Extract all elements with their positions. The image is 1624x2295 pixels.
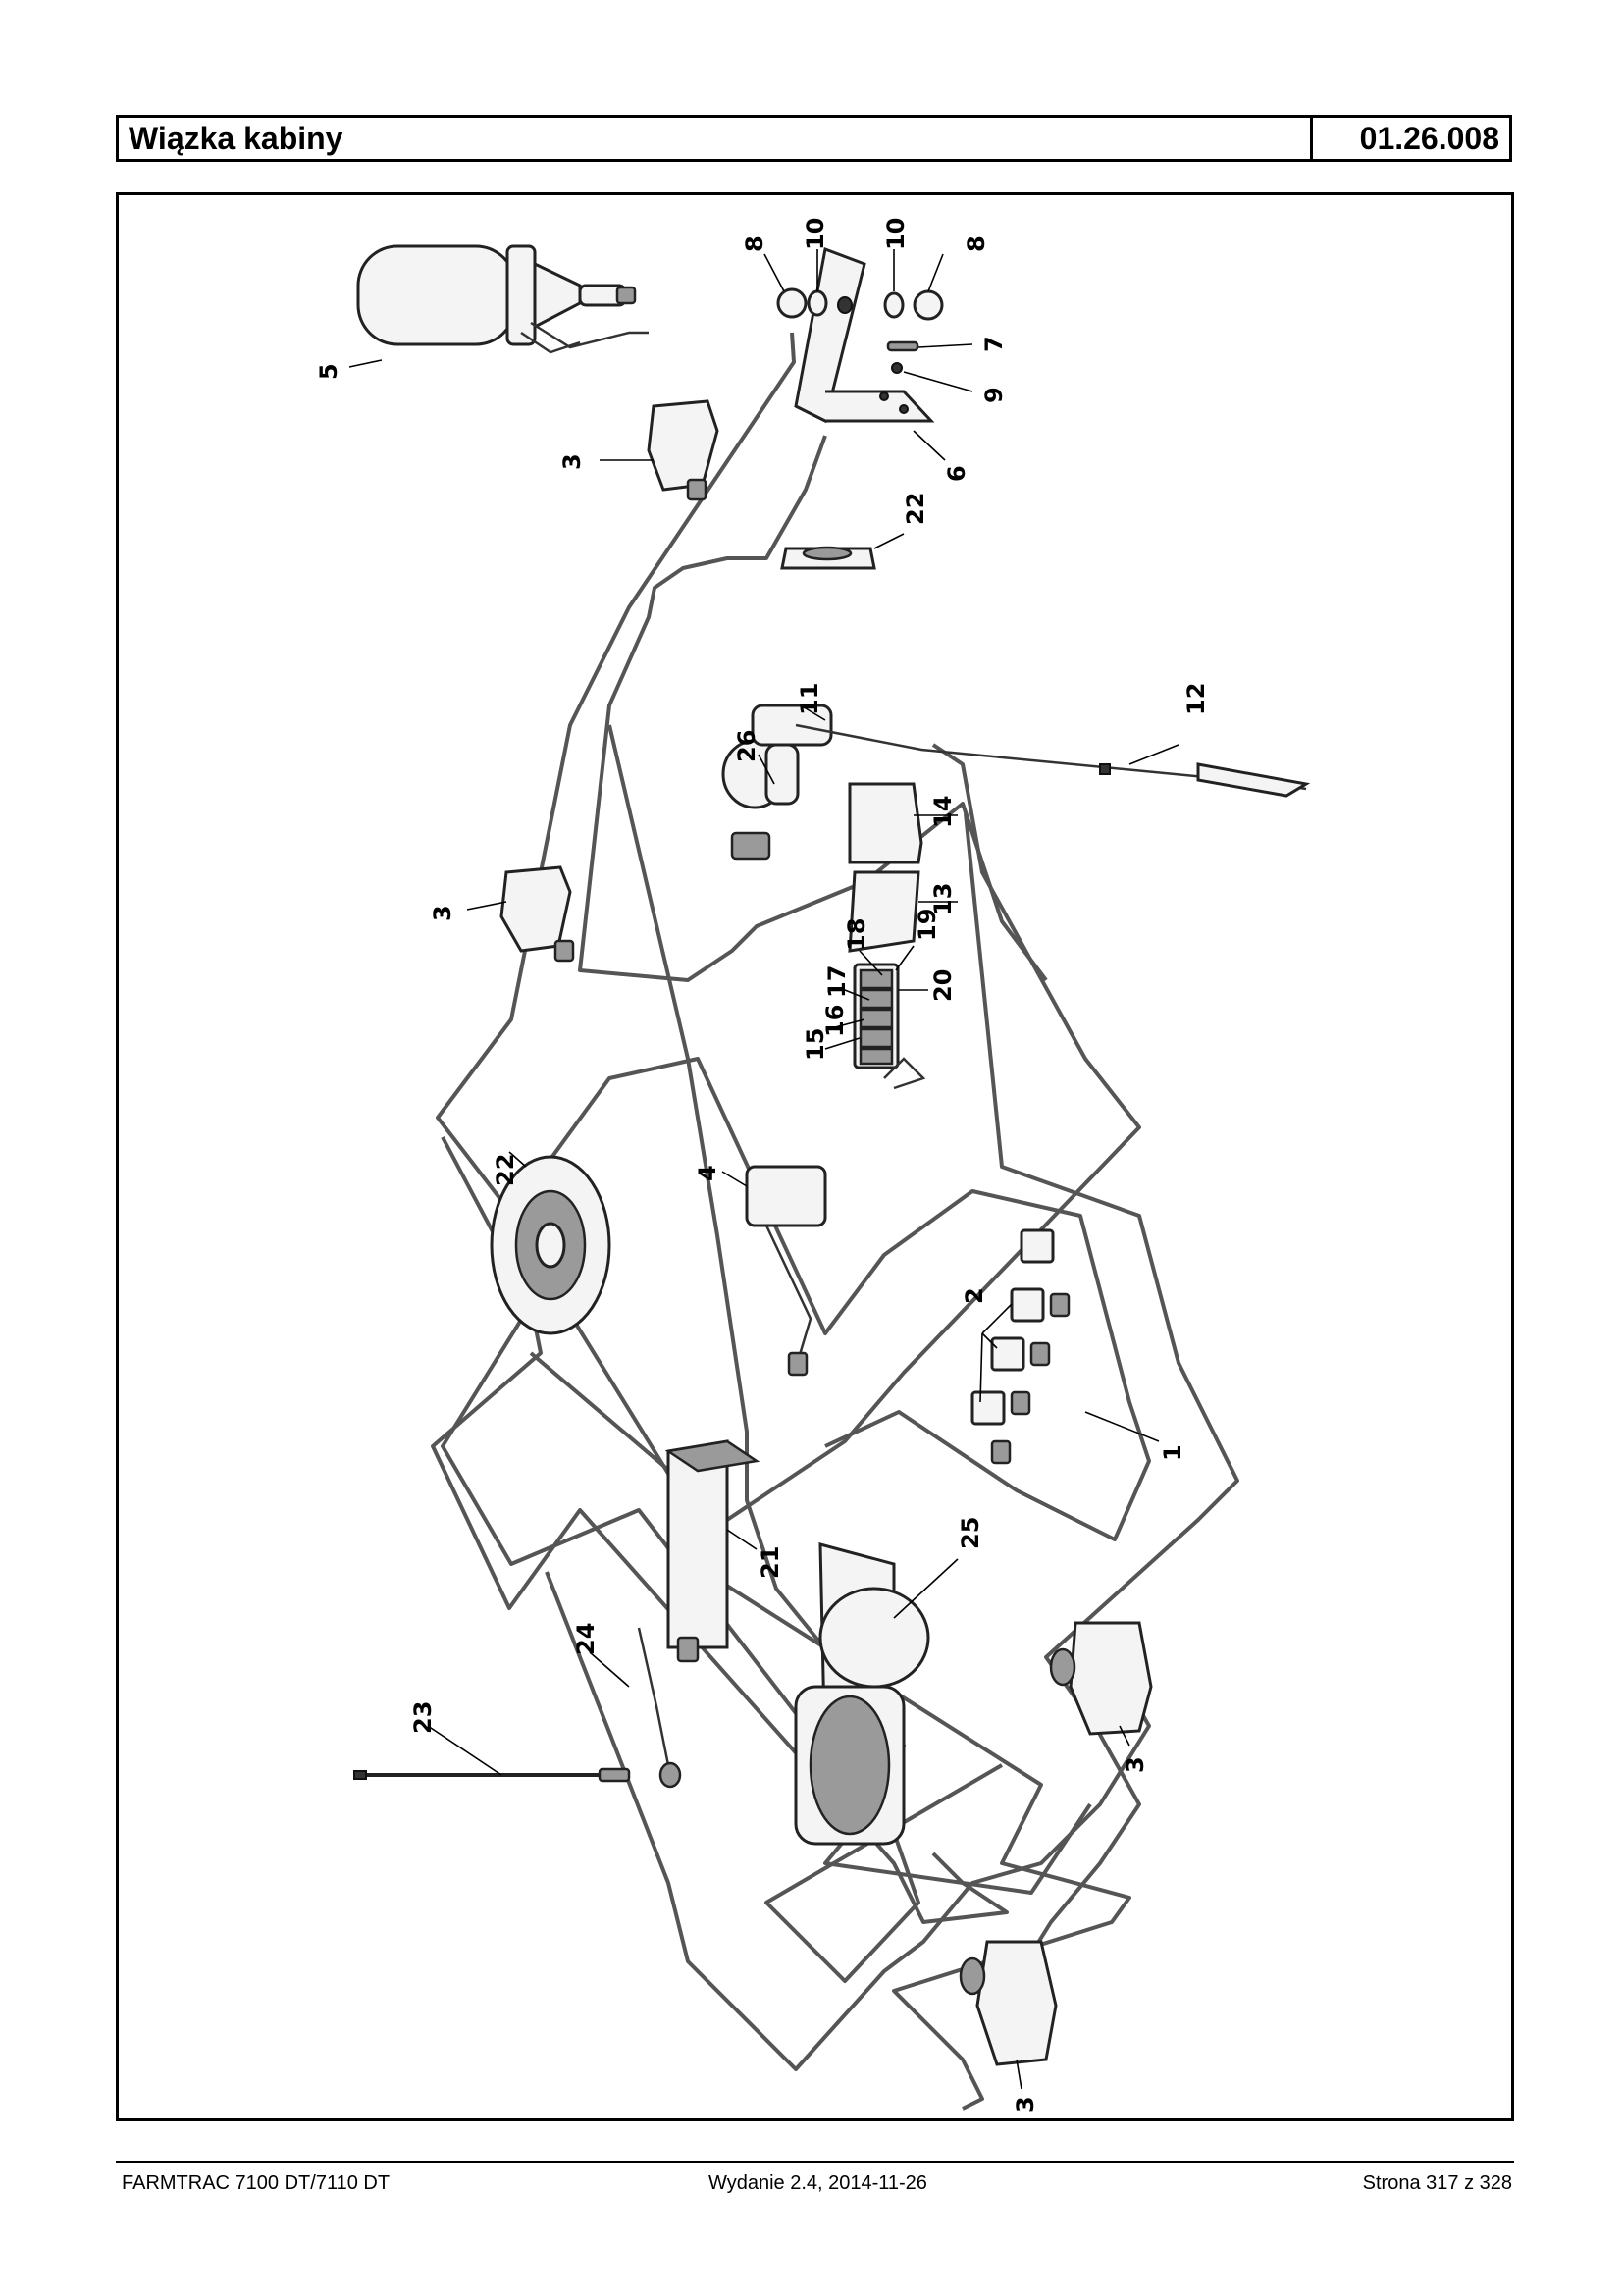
wiring-harness-diagram: 5 8 10 10 8 7 9 6 22 3 11 12 14 13 26 3 … <box>315 218 1311 2112</box>
speaker-front <box>490 1155 611 1335</box>
relay-block <box>970 1228 1071 1465</box>
diagram-frame: 5 8 10 10 8 7 9 6 22 3 11 12 14 13 26 3 … <box>116 192 1514 2121</box>
harness-wire-outer <box>607 724 1092 1895</box>
horn-buzzer <box>794 1542 930 1846</box>
work-lamp-front-right <box>1049 1621 1153 1736</box>
harness-wire-right <box>964 812 1239 1963</box>
work-lamp-rear-mid <box>499 865 575 963</box>
callout-13: 13 <box>929 883 957 915</box>
callout-3c: 3 <box>1122 1756 1149 1773</box>
callout-25: 25 <box>957 1517 984 1549</box>
wiper-motor-housing <box>848 782 923 953</box>
harness-wire-diamond-a <box>507 1057 1151 1571</box>
callout-22b: 22 <box>492 1154 519 1186</box>
callout-labels: 5 8 10 10 8 7 9 6 22 3 11 12 14 13 26 3 … <box>315 218 1210 2112</box>
callout-leaders <box>348 249 1179 2090</box>
callout-20: 20 <box>929 969 957 1002</box>
callout-24: 24 <box>572 1623 600 1655</box>
footer-model: FARMTRAC 7100 DT/7110 DT <box>122 2172 391 2194</box>
beacon-lamp <box>356 244 649 354</box>
callout-3a: 3 <box>558 453 586 470</box>
callout-19: 19 <box>914 909 941 941</box>
callout-4: 4 <box>694 1165 721 1181</box>
callout-23: 23 <box>409 1701 437 1734</box>
callout-10a: 10 <box>802 218 829 250</box>
callout-6: 6 <box>943 465 970 482</box>
callout-7: 7 <box>980 336 1008 352</box>
radio-unit <box>664 1439 760 1649</box>
callout-14: 14 <box>929 796 957 828</box>
callout-17: 17 <box>823 965 851 998</box>
callout-8b: 8 <box>963 235 990 252</box>
callout-11: 11 <box>796 683 823 715</box>
footer-rule <box>116 2161 1514 2163</box>
antenna-rod <box>353 1767 631 1783</box>
harness-wire-long <box>529 743 1141 1522</box>
callout-12: 12 <box>1182 683 1210 715</box>
speaker-rear <box>780 546 876 570</box>
harness-wire-bottom <box>545 1571 1151 2071</box>
page-title: Wiązka kabiny <box>119 118 1313 159</box>
callout-10b: 10 <box>882 218 910 250</box>
antenna-cable <box>637 1627 700 1789</box>
callout-16: 16 <box>821 1005 849 1037</box>
title-bar: Wiązka kabiny 01.26.008 <box>116 115 1512 162</box>
callout-22a: 22 <box>902 493 929 525</box>
callout-21: 21 <box>757 1546 784 1579</box>
harness-wire-diamond-b <box>691 1562 1131 2111</box>
nut-and-washer-set <box>776 287 944 374</box>
callout-1: 1 <box>1159 1444 1186 1461</box>
part-group-code: 01.26.008 <box>1359 120 1499 156</box>
callout-5: 5 <box>315 363 342 380</box>
callout-2: 2 <box>961 1287 988 1304</box>
callout-3d: 3 <box>1012 2096 1039 2112</box>
callout-15: 15 <box>802 1028 829 1061</box>
work-lamp-front-bottom <box>959 1940 1058 2066</box>
callout-18: 18 <box>843 918 870 951</box>
harness-wire-upper <box>431 332 1009 1924</box>
footer-edition: Wydanie 2.4, 2014-11-26 <box>708 2172 927 2194</box>
footer-page-number: Strona 317 z 328 <box>1362 2172 1512 2194</box>
callout-3b: 3 <box>429 905 456 921</box>
rocker-switch <box>745 1165 827 1377</box>
work-lamp-rear-top <box>647 399 719 501</box>
callout-26: 26 <box>733 730 760 762</box>
callout-8a: 8 <box>741 235 768 252</box>
wiper-assembly <box>721 704 1311 861</box>
mounting-bracket <box>794 246 935 424</box>
switch-panel <box>853 963 926 1090</box>
callout-9: 9 <box>980 387 1008 403</box>
